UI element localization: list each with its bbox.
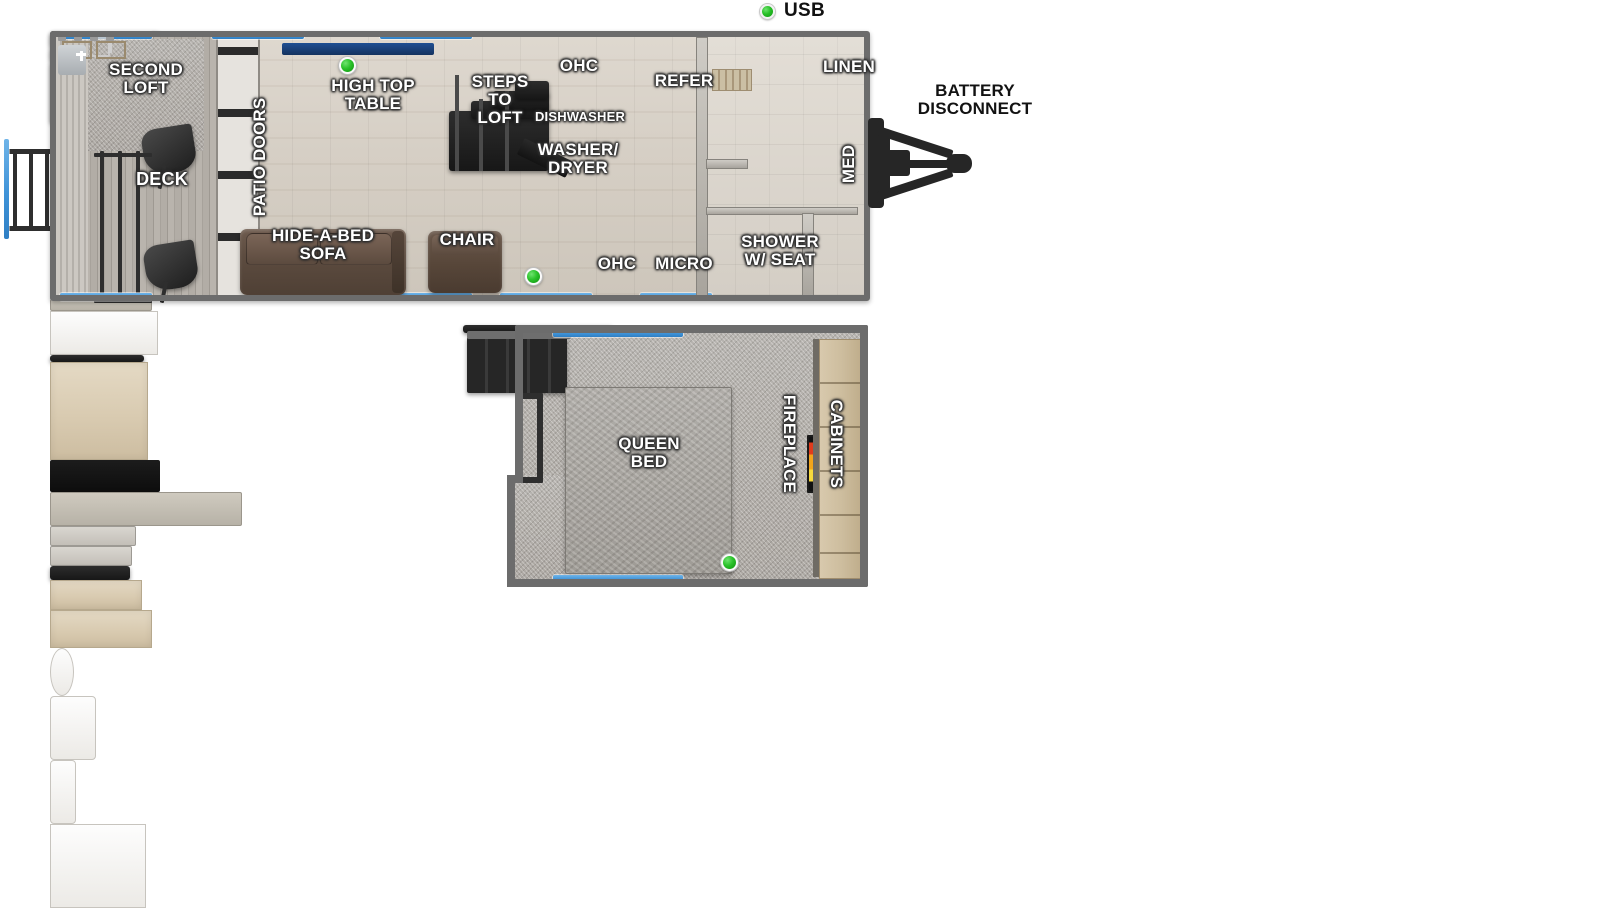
bedroom-wall-top — [515, 325, 868, 333]
med-cabinet — [50, 760, 76, 824]
bedroom-floor-notch — [509, 475, 567, 579]
shower-ledge — [706, 207, 858, 215]
shower-pan — [50, 824, 146, 908]
cooktop — [50, 35, 130, 580]
deck-edge-trim — [4, 139, 9, 239]
deck-slat-wall — [56, 37, 88, 295]
living-chair — [428, 231, 502, 293]
usb-legend-label: USB — [784, 0, 826, 21]
linen-cabinet-lower — [50, 41, 152, 648]
dishwasher-trim — [50, 355, 144, 362]
overhead-entertainment — [282, 43, 434, 55]
main-trailer-body: SECOND LOFT DECK PATIO DOORS HIGH TOP TA… — [4, 31, 875, 908]
bedroom-wall-left-lower — [507, 475, 515, 587]
bedroom-wall-bottom — [515, 579, 868, 587]
cabinet-edge — [813, 339, 819, 577]
dishwasher-unit — [50, 311, 158, 355]
queen-bed — [565, 387, 732, 574]
floorplan-canvas: USB — [4, 0, 1033, 908]
cabinets-column — [819, 339, 861, 579]
ohc-lower-cabinet — [50, 526, 136, 546]
bedroom-slide-body: QUEEN BED FIREPLACE CABINETS — [463, 325, 868, 587]
linen-vent — [712, 69, 752, 91]
bedroom-wall-jog — [507, 475, 523, 483]
toilet — [50, 648, 74, 696]
usb-legend-icon — [760, 3, 775, 19]
usb-marker-bedroom — [721, 554, 738, 571]
label-battery-disconnect: BATTERY DISCONNECT — [917, 81, 1033, 118]
usb-marker-high-top-table — [339, 57, 356, 74]
exterior-deck-rail — [7, 149, 55, 231]
bedroom-wall-corner — [507, 579, 523, 587]
a-frame-hitch — [868, 118, 973, 208]
kitchen-sink-counter — [50, 35, 160, 492]
usb-marker-kitchen — [525, 268, 542, 285]
bedroom-wall-right — [860, 325, 868, 587]
usb-legend: USB — [760, 0, 825, 22]
linen-cabinet-top — [50, 580, 142, 610]
bedroom-window-top — [553, 329, 683, 337]
loft-ladder — [94, 151, 152, 303]
micro-unit — [50, 546, 132, 566]
hall-ledge — [706, 159, 748, 169]
refrigerator — [50, 362, 148, 460]
bedroom-wall-left-upper — [515, 325, 523, 483]
trailer-outline — [50, 31, 870, 301]
hide-a-bed-sofa — [240, 229, 406, 295]
vanity-sink — [50, 45, 96, 760]
lower-counter — [50, 492, 242, 526]
